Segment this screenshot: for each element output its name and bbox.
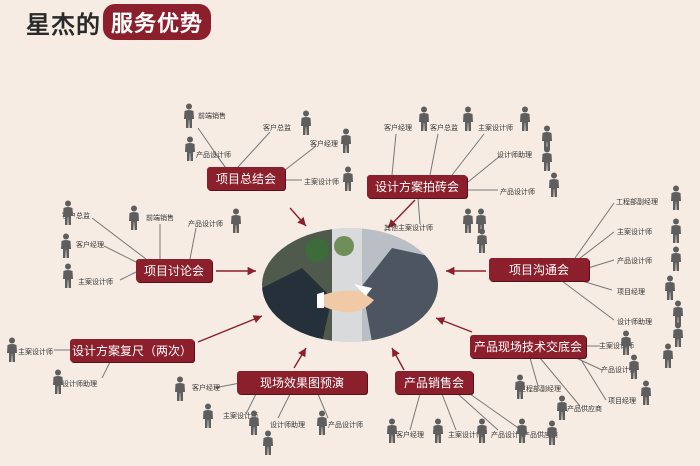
person-icon xyxy=(340,128,352,158)
person-icon xyxy=(316,410,328,440)
connector-line xyxy=(442,394,456,430)
person-icon xyxy=(640,380,652,410)
person-icon xyxy=(183,103,195,133)
node-review: 设计方案复尺（两次） xyxy=(70,339,194,362)
connector-line xyxy=(190,228,196,259)
role-label: 客户经理 xyxy=(310,140,338,149)
person-icon xyxy=(184,136,196,166)
connector-line xyxy=(452,134,484,175)
role-label: 其他主案设计师 xyxy=(384,224,433,233)
person-icon xyxy=(248,410,260,440)
person-icon xyxy=(476,228,488,258)
role-label: 产品设计师 xyxy=(617,257,652,266)
person-icon xyxy=(418,106,430,136)
person-icon xyxy=(670,218,682,248)
role-label: 前端销售 xyxy=(146,214,174,223)
person-icon xyxy=(670,185,682,215)
connector-line xyxy=(120,272,136,280)
person-icon xyxy=(60,233,72,263)
person-icon xyxy=(476,418,488,448)
node-summary: 项目总结会 xyxy=(207,167,285,190)
person-icon xyxy=(62,263,74,293)
person-icon xyxy=(514,374,526,404)
connector-line xyxy=(468,156,500,182)
connector-line xyxy=(430,134,438,175)
person-icon xyxy=(230,208,242,238)
node-tech: 产品现场技术交底会 xyxy=(470,335,586,358)
connector-line xyxy=(238,132,270,167)
connector-line xyxy=(588,260,614,268)
role-label: 工程部副经理 xyxy=(616,198,658,207)
role-label: 产品供应商 xyxy=(567,405,602,414)
person-icon xyxy=(432,418,444,448)
person-icon xyxy=(342,166,354,196)
connector-line xyxy=(530,358,538,386)
person-icon xyxy=(462,208,474,238)
connector-line xyxy=(575,203,614,258)
handshake-photo xyxy=(262,228,438,342)
person-icon xyxy=(670,246,682,276)
role-label: 设计师助理 xyxy=(270,421,305,430)
person-icon xyxy=(386,418,398,448)
role-label: 产品设计师 xyxy=(188,220,223,229)
role-label: 项目经理 xyxy=(617,288,645,297)
person-icon xyxy=(202,403,214,433)
connector-line xyxy=(582,281,612,290)
person-icon xyxy=(52,369,64,399)
role-label: 客户经理 xyxy=(384,124,412,133)
role-label: 设计师助理 xyxy=(497,151,532,160)
person-icon xyxy=(262,430,274,460)
role-label: 设计师助理 xyxy=(617,318,652,327)
node-communication: 项目沟通会 xyxy=(489,258,589,281)
connector-line xyxy=(580,358,606,400)
person-icon xyxy=(300,110,312,140)
connector-line xyxy=(278,394,290,418)
node-discussion: 项目讨论会 xyxy=(136,259,212,282)
role-label: 客户总监 xyxy=(263,124,291,133)
role-label: 客户总监 xyxy=(430,124,458,133)
connector-line xyxy=(392,134,396,175)
person-icon xyxy=(62,200,74,230)
role-label: 主案设计师 xyxy=(304,178,339,187)
role-label: 客户经理 xyxy=(396,431,424,440)
connector-line xyxy=(562,281,614,320)
person-icon xyxy=(548,172,560,202)
role-label: 项目经理 xyxy=(608,397,636,406)
node-sales: 产品销售会 xyxy=(395,371,473,394)
role-label: 客户经理 xyxy=(76,241,104,250)
connector-line xyxy=(418,198,420,224)
role-label: 主案设计师 xyxy=(478,124,513,133)
person-icon xyxy=(546,420,558,450)
person-icon xyxy=(128,205,140,235)
person-icon xyxy=(462,106,474,136)
role-label: 前端销售 xyxy=(198,112,226,121)
role-label: 产品设计师 xyxy=(328,421,363,430)
person-icon xyxy=(174,376,186,406)
person-icon xyxy=(662,343,674,373)
connector-line xyxy=(285,146,316,170)
person-icon xyxy=(516,418,528,448)
role-label: 主案设计师 xyxy=(617,228,652,237)
role-label: 客户经理 xyxy=(192,384,220,393)
role-label: 主案设计师 xyxy=(18,348,53,357)
connector-line xyxy=(102,362,110,378)
connector-line xyxy=(410,394,420,430)
role-label: 产品设计师 xyxy=(196,151,231,160)
person-icon xyxy=(628,354,640,384)
node-handover: 设计方案拍砖会 xyxy=(367,175,467,198)
node-preview: 现场效果图预演 xyxy=(237,371,367,394)
person-icon xyxy=(6,337,18,367)
role-label: 设计师助理 xyxy=(62,380,97,389)
connector-line xyxy=(574,357,602,370)
role-label: 产品设计师 xyxy=(500,188,535,197)
person-icon xyxy=(519,106,531,136)
role-label: 主案设计师 xyxy=(78,278,113,287)
